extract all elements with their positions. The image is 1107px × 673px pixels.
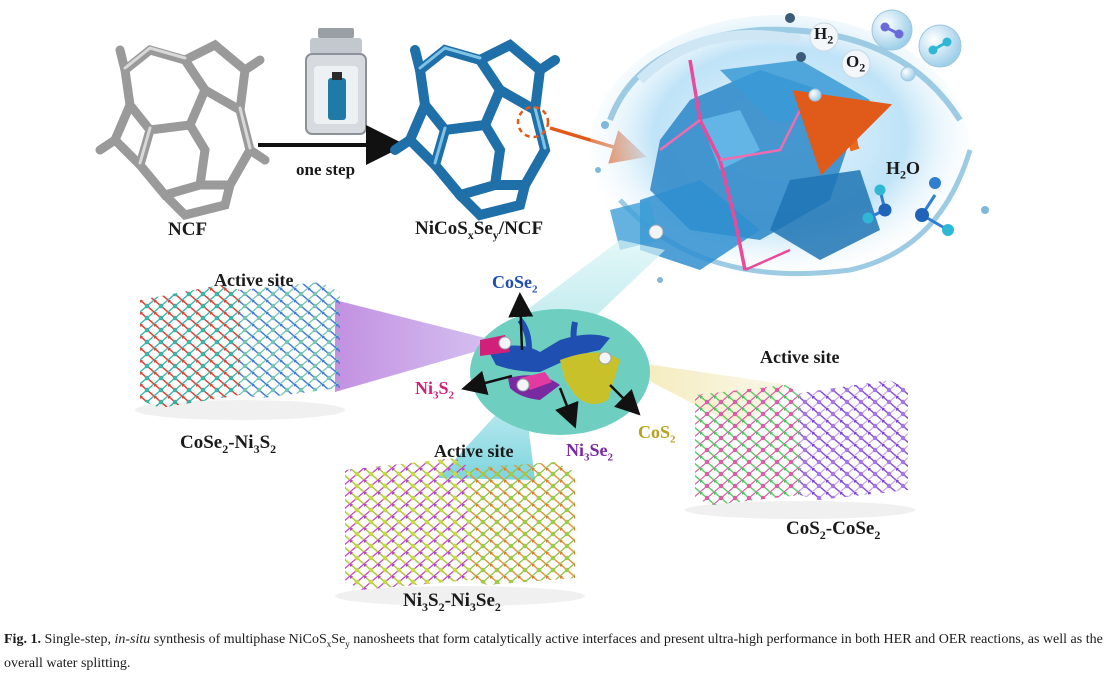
- water-splash-illustration: [590, 15, 989, 285]
- phase-cos2-label: CoS2: [638, 422, 676, 446]
- nicosxsey-foam-illustration: [390, 39, 560, 221]
- phase-ni3s2-label: Ni3S2: [415, 378, 455, 402]
- figure-caption: Fig. 1. Single-step, in-situ synthesis o…: [4, 632, 1103, 671]
- phase-cose2-label: CoSe2: [492, 272, 538, 296]
- h2o-label: H2O: [886, 158, 921, 182]
- gas-bubbles: [785, 9, 962, 102]
- autoclave-reactor-icon: [305, 28, 367, 135]
- lattice-ni3s2-ni3se2: [335, 458, 585, 606]
- interface-ni3s2-ni3se2-label: Ni3S2-Ni3Se2: [403, 590, 501, 614]
- h2-label: H2: [814, 24, 834, 47]
- ncf-foam-illustration: [95, 39, 270, 220]
- interface-cos2-cose2-label: CoS2-CoSe2: [786, 518, 881, 542]
- phase-ni3se2-label: Ni3Se2: [566, 440, 613, 464]
- ncf-label: NCF: [168, 219, 208, 240]
- phase-pointer-arrows: [461, 292, 641, 429]
- lattice-cose2-ni3s2: [135, 282, 345, 420]
- figure: NCF one step NiCoSxSey/NCF H2 O2 H2O Act…: [95, 9, 989, 614]
- active-site-label-left: Active site: [214, 270, 294, 290]
- schematic-drawing: [95, 9, 989, 606]
- active-site-label-bottom: Active site: [434, 441, 514, 461]
- lattice-cos2-cose2: [685, 380, 915, 519]
- zoom-circle-marker: [516, 105, 550, 139]
- product-label: NiCoSxSey/NCF: [415, 218, 544, 242]
- o2-label: O2: [846, 52, 866, 75]
- heterostructure-disc: [470, 309, 650, 435]
- active-site-label-right: Active site: [760, 347, 840, 367]
- interface-cose2-ni3s2-label: CoSe2-Ni3S2: [180, 432, 277, 456]
- figure-number: Fig. 1.: [4, 632, 41, 647]
- zoom-cone-left: [335, 300, 505, 392]
- water-molecules: [862, 177, 954, 236]
- one-step-label: one step: [296, 160, 356, 179]
